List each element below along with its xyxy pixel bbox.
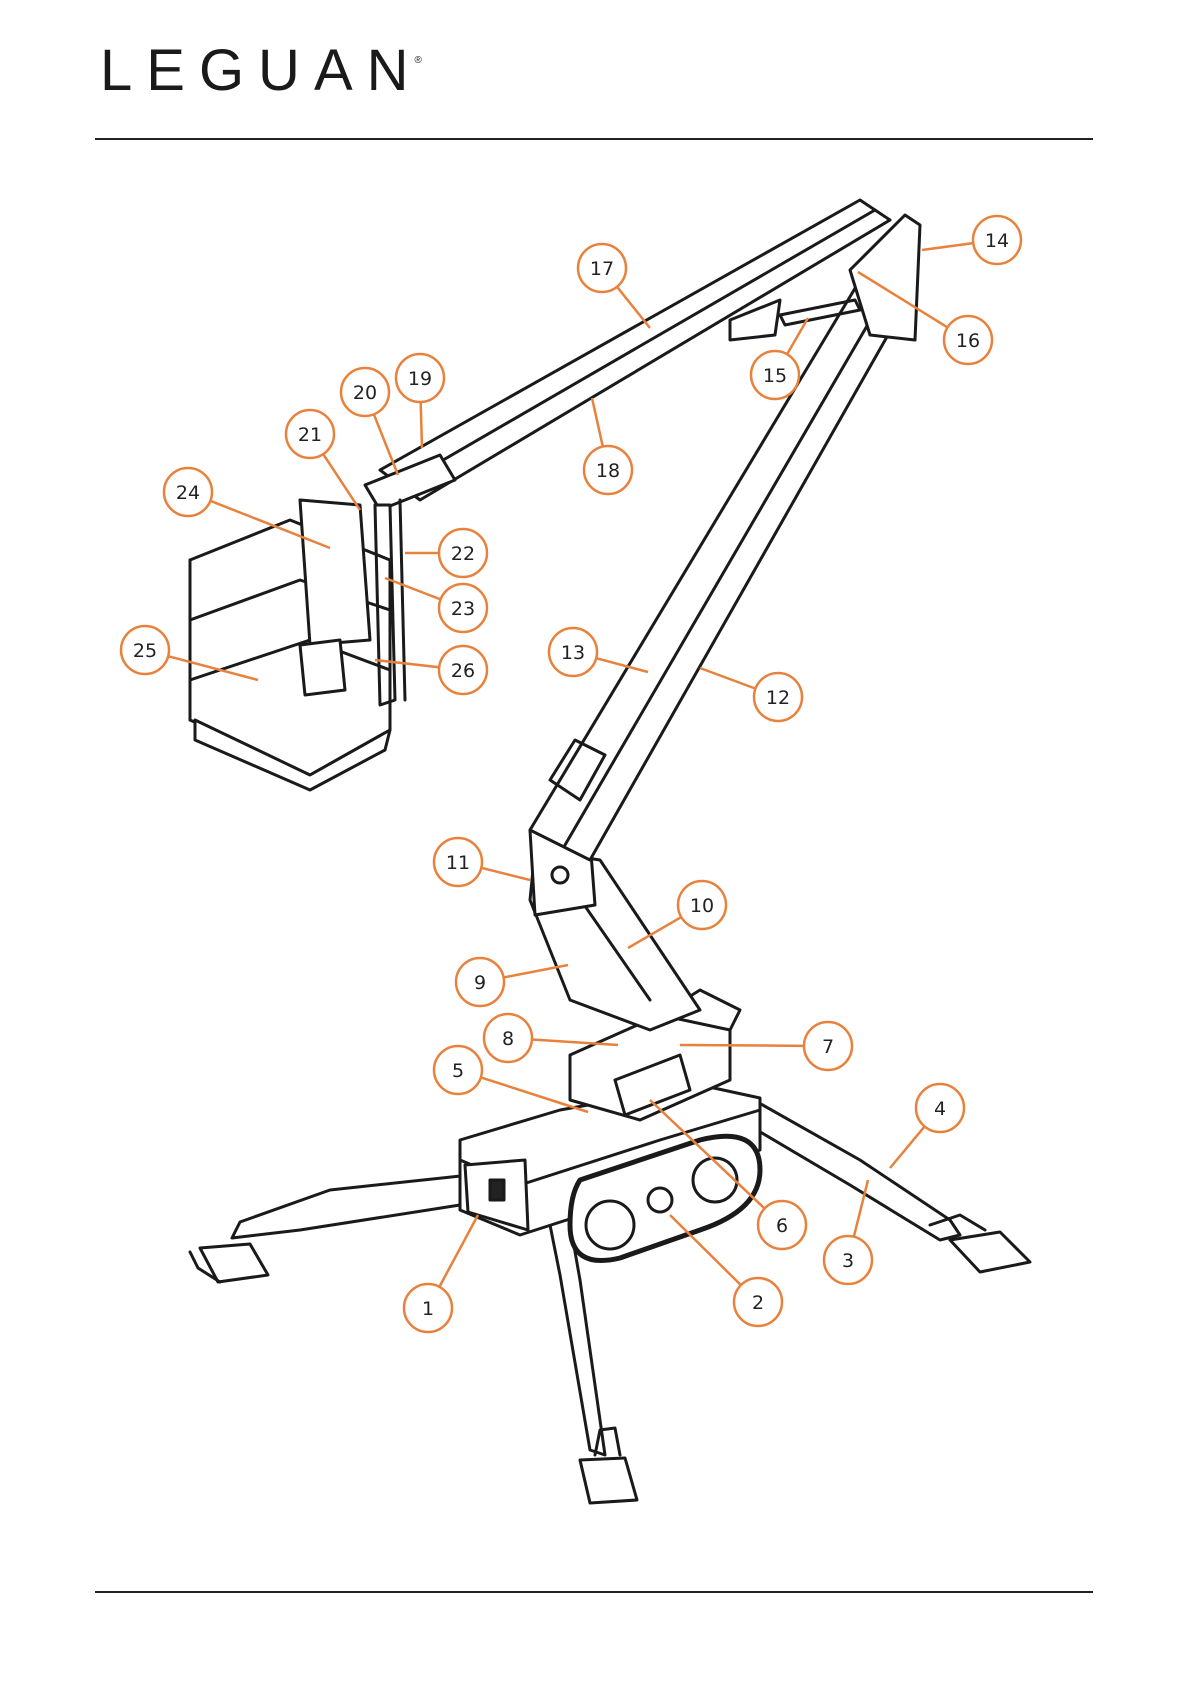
callout-number-11: 11 [446, 852, 470, 874]
callout-number-24: 24 [176, 482, 200, 504]
callout-number-7: 7 [822, 1036, 834, 1058]
callout-number-9: 9 [474, 972, 486, 994]
callout-number-12: 12 [766, 687, 790, 709]
callout-leader-17 [617, 287, 650, 328]
callout-number-21: 21 [298, 424, 322, 446]
callout-leader-12 [700, 668, 756, 689]
callout-number-26: 26 [451, 660, 475, 682]
machine-drawing [190, 200, 1030, 1503]
callout-number-8: 8 [502, 1028, 514, 1050]
callout-leader-11 [481, 868, 530, 880]
callout-leader-4 [890, 1126, 925, 1168]
callout-leader-19 [421, 402, 422, 448]
callout-number-15: 15 [763, 365, 787, 387]
callout-number-18: 18 [596, 460, 620, 482]
callout-leader-25 [168, 656, 258, 680]
callout-number-22: 22 [451, 543, 475, 565]
basket [190, 500, 390, 790]
lower-boom [530, 830, 700, 1030]
callout-number-3: 3 [842, 1250, 854, 1272]
callout-leader-14 [922, 243, 973, 250]
outrigger-front-left [190, 1175, 470, 1282]
callout-number-5: 5 [452, 1060, 464, 1082]
callout-leader-7 [680, 1045, 804, 1046]
callout-leader-18 [592, 398, 603, 447]
callout-number-13: 13 [561, 642, 585, 664]
callout-number-4: 4 [934, 1098, 946, 1120]
callout-number-16: 16 [956, 330, 980, 352]
callout-number-2: 2 [752, 1292, 764, 1314]
callout-number-19: 19 [408, 368, 432, 390]
callout-number-25: 25 [133, 640, 157, 662]
callout-number-20: 20 [353, 382, 377, 404]
callout-leader-1 [439, 1215, 478, 1287]
callout-number-1: 1 [422, 1298, 434, 1320]
callout-number-23: 23 [451, 598, 475, 620]
callout-number-6: 6 [776, 1215, 788, 1237]
callout-number-14: 14 [985, 230, 1009, 252]
callout-number-10: 10 [690, 895, 714, 917]
callout-number-17: 17 [590, 258, 614, 280]
